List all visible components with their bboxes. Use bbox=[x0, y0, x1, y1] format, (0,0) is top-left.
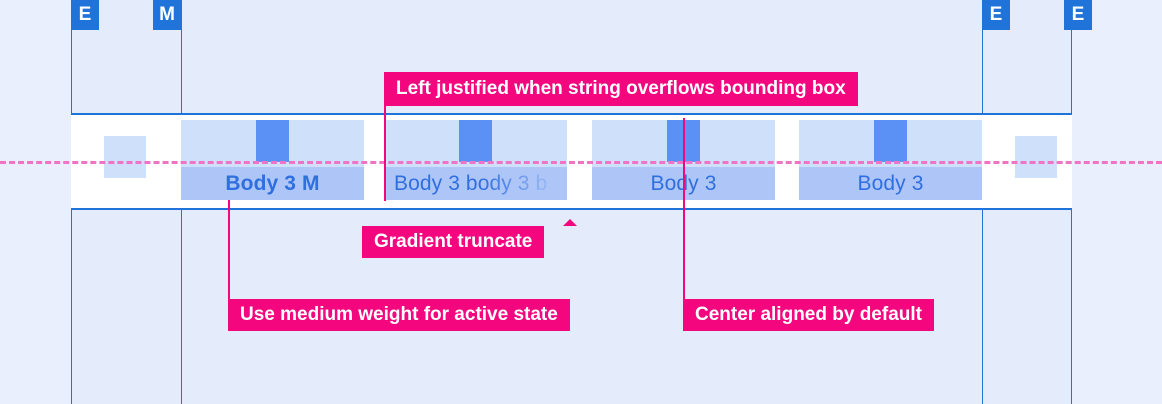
tab-body-3-m[interactable]: Body 3 M bbox=[181, 120, 364, 200]
tab-label-band: Body 3 M bbox=[181, 167, 364, 200]
annotation-text: Use medium weight for active state bbox=[240, 304, 558, 325]
leader-center-aligned bbox=[683, 118, 685, 299]
tab-body-3-body-3-b[interactable]: Body 3 body 3 b bbox=[384, 120, 567, 200]
badge-label: M bbox=[159, 4, 175, 25]
badge-margin-left: M bbox=[153, 0, 181, 30]
tab-label-band: Body 3 bbox=[799, 167, 982, 200]
annotation-text: Gradient truncate bbox=[374, 231, 533, 252]
tab-body-3-fourth[interactable]: Body 3 bbox=[799, 120, 982, 200]
annotation-left-justified: Left justified when string overflows bou… bbox=[384, 72, 858, 106]
badge-label: E bbox=[78, 4, 92, 25]
tab-label-text: Body 3 bbox=[857, 171, 924, 195]
badge-label: E bbox=[1071, 4, 1085, 25]
badge-edge-right-inner: E bbox=[982, 0, 1010, 30]
tab-icon-square bbox=[874, 120, 907, 162]
tab-label-text: Body 3 body 3 b bbox=[394, 171, 548, 195]
annotation-gradient-truncate: Gradient truncate bbox=[362, 226, 545, 258]
badge-edge-right-outer: E bbox=[1064, 0, 1092, 30]
annotation-text: Center aligned by default bbox=[695, 304, 922, 325]
tab-icon-square bbox=[459, 120, 492, 162]
badge-edge-left: E bbox=[71, 0, 99, 30]
leader-left-justified bbox=[384, 105, 386, 201]
tab-icon-square bbox=[256, 120, 289, 162]
placeholder-square-right bbox=[1015, 136, 1057, 178]
leader-medium-weight bbox=[228, 200, 230, 299]
annotation-medium-weight: Use medium weight for active state bbox=[228, 299, 570, 331]
tab-label-text: Body 3 M bbox=[225, 171, 320, 195]
annotation-center-aligned: Center aligned by default bbox=[683, 299, 934, 331]
badge-label: E bbox=[989, 4, 1003, 25]
tab-label-band: Body 3 body 3 b bbox=[384, 167, 567, 200]
vertical-center-guide bbox=[0, 161, 1162, 164]
placeholder-square-left bbox=[104, 136, 146, 178]
annotation-text: Left justified when string overflows bou… bbox=[396, 78, 846, 99]
annotation-gradient-truncate-pointer bbox=[563, 219, 577, 226]
